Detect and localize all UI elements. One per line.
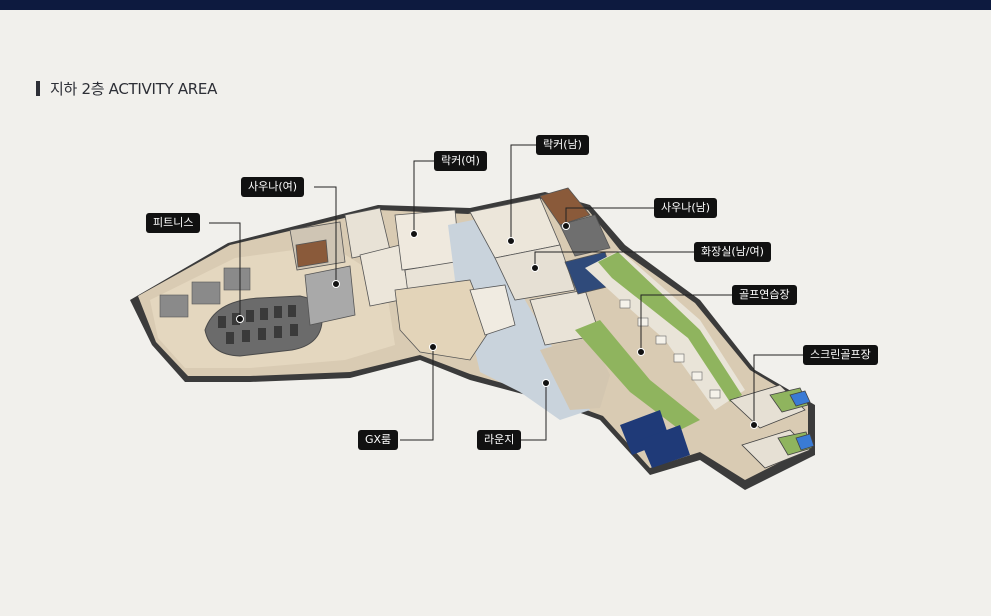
marker-restroom <box>531 264 539 272</box>
title-marker <box>36 80 40 96</box>
marker-sauna-men <box>562 222 570 230</box>
label-screen-golf: 스크린골프장 <box>803 345 878 365</box>
storage-blocks <box>620 410 690 468</box>
label-sauna-women: 사우나(여) <box>241 177 305 197</box>
label-sauna-men: 사우나(남) <box>654 198 718 218</box>
top-bar <box>0 0 991 10</box>
section-title: 지하 2층 ACTIVITY AREA <box>36 78 217 98</box>
label-gx-room: GX룸 <box>358 430 399 450</box>
label-restroom: 화장실(남/여) <box>694 242 771 262</box>
lounge-floor <box>448 215 610 420</box>
label-golf-practice: 골프연습장 <box>732 285 797 305</box>
label-locker-men: 락커(남) <box>536 135 589 155</box>
marker-lounge <box>542 379 550 387</box>
screen-golf-area <box>729 384 815 469</box>
page-title: 지하 2층 ACTIVITY AREA <box>50 79 218 98</box>
label-locker-women: 락커(여) <box>434 151 487 171</box>
marker-fitness <box>236 315 244 323</box>
gx-room-area <box>394 279 516 361</box>
label-fitness: 피트니스 <box>146 213 201 233</box>
marker-locker-women <box>410 230 418 238</box>
marker-locker-men <box>507 237 515 245</box>
label-lounge: 라운지 <box>477 430 522 450</box>
marker-gx-room <box>429 343 437 351</box>
marker-sauna-women <box>332 280 340 288</box>
fitness-area <box>150 245 395 368</box>
golf-practice-area <box>575 250 745 430</box>
leader-lines <box>209 144 803 441</box>
marker-golf-practice <box>637 348 645 356</box>
location-markers <box>236 222 758 429</box>
marker-screen-golf <box>750 421 758 429</box>
